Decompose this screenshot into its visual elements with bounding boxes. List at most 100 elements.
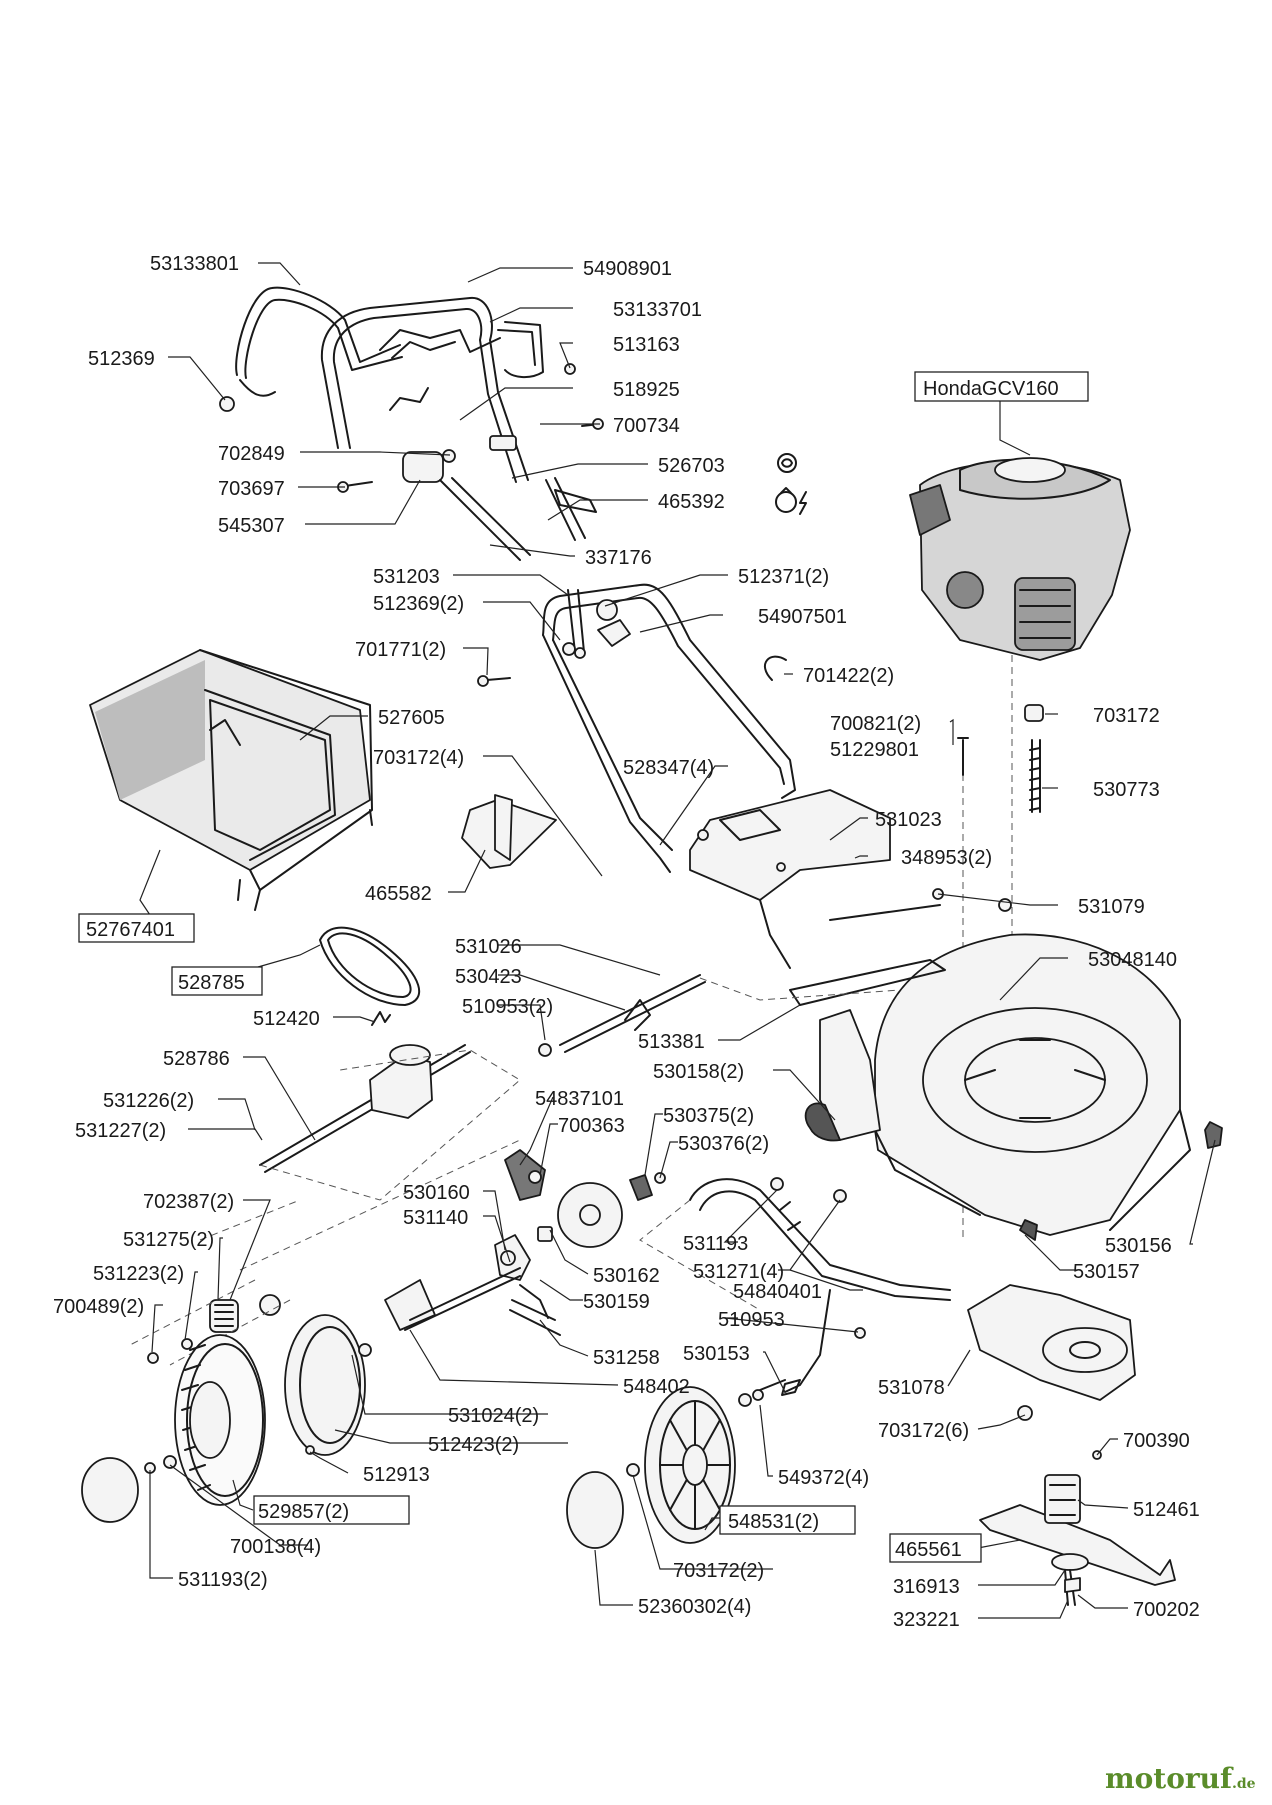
part-label: 526703 <box>658 455 725 477</box>
part-label: 512461 <box>1133 1499 1200 1521</box>
part-label: 703172(2) <box>673 1560 764 1582</box>
part-label: 531079 <box>1078 896 1145 918</box>
part-label: 700390 <box>1123 1430 1190 1452</box>
part-label: 513163 <box>613 334 680 356</box>
part-label: 700363 <box>558 1115 625 1137</box>
part-label: 518925 <box>613 379 680 401</box>
rear-axle-rod-part <box>538 974 901 1057</box>
part-label: 51229801 <box>830 739 919 761</box>
part-label: 52767401 <box>86 919 175 941</box>
blade-guard-part <box>967 1284 1136 1421</box>
part-label: 512371(2) <box>738 566 829 588</box>
part-label: 531271(4) <box>693 1261 784 1283</box>
engine-fittings <box>957 704 1044 912</box>
part-label: 702387(2) <box>143 1191 234 1213</box>
part-label: 510953(2) <box>462 996 553 1018</box>
part-label: 337176 <box>585 547 652 569</box>
part-label: 703172(6) <box>878 1420 969 1442</box>
part-label: 528785 <box>178 972 245 994</box>
engine-key-symbol-icon <box>775 487 807 515</box>
upper-handle-part <box>235 286 403 397</box>
handle-hardware <box>219 363 604 561</box>
part-label: 530162 <box>593 1265 660 1287</box>
wheel-pulley-part <box>284 1267 521 1456</box>
part-label: 512369(2) <box>373 593 464 615</box>
wheel-drive-parts-left <box>129 1279 291 1366</box>
part-label: 530376(2) <box>678 1133 769 1155</box>
part-label: 54840401 <box>733 1281 822 1303</box>
part-label: 530156 <box>1105 1235 1172 1257</box>
part-label: 700202 <box>1133 1599 1200 1621</box>
part-label: 530375(2) <box>663 1105 754 1127</box>
part-number-labels: 53133801 54908901 53133701 512369 513163… <box>53 253 1200 1631</box>
part-label: 703697 <box>218 478 285 500</box>
part-label: 512369 <box>88 348 155 370</box>
part-label: 316913 <box>893 1576 960 1598</box>
deflector-part <box>461 794 557 869</box>
part-label: 530158(2) <box>653 1061 744 1083</box>
part-label: 465582 <box>365 883 432 905</box>
part-label: 513381 <box>638 1031 705 1053</box>
part-label: 323221 <box>893 1609 960 1631</box>
part-label: 702849 <box>218 443 285 465</box>
blade-part <box>979 1450 1176 1606</box>
mower-deck-part <box>874 933 1191 1236</box>
part-label: 548531(2) <box>728 1511 819 1533</box>
part-label: 54908901 <box>583 258 672 280</box>
drive-belt-part <box>319 926 421 1006</box>
part-label: 545307 <box>218 515 285 537</box>
gearbox-part <box>199 1011 521 1271</box>
bolt-701771 <box>486 677 511 681</box>
part-label: 54837101 <box>535 1088 624 1110</box>
part-label: 531026 <box>455 936 522 958</box>
handle-bar-part <box>320 296 529 483</box>
part-label: 53133801 <box>150 253 239 275</box>
part-label: 548402 <box>623 1376 690 1398</box>
part-label: 53048140 <box>1088 949 1177 971</box>
lower-handle-part <box>542 583 796 873</box>
clip-part <box>764 655 787 681</box>
part-label: 530773 <box>1093 779 1160 801</box>
part-label: 512913 <box>363 1464 430 1486</box>
rear-wheel-part <box>81 1334 266 1523</box>
part-label: 531275(2) <box>123 1229 214 1251</box>
ignition-symbol-icon <box>777 453 797 473</box>
bolt-head <box>477 675 489 687</box>
part-label: 700138(4) <box>230 1536 321 1558</box>
part-label: 531203 <box>373 566 440 588</box>
pinion-bracket-parts <box>494 1149 666 1336</box>
rear-guard-part <box>689 789 944 969</box>
part-label: 703172 <box>1093 705 1160 727</box>
part-label: 530153 <box>683 1343 750 1365</box>
part-label: 700821(2) <box>830 713 921 735</box>
rear-axle-bracket-part <box>789 959 1223 1241</box>
boxed-label-frames <box>78 371 1089 1563</box>
watermark-logo-text: motoruf <box>1105 1762 1234 1795</box>
part-label: 52360302(4) <box>638 1596 751 1618</box>
watermark-domain-text: .de <box>1232 1776 1256 1792</box>
part-label: 531226(2) <box>103 1090 194 1112</box>
part-label: 528347(4) <box>623 757 714 779</box>
part-label: 703172(4) <box>373 747 464 769</box>
part-label: 531193(2) <box>178 1569 268 1591</box>
part-label: 465392 <box>658 491 725 513</box>
front-wheel-part <box>566 1379 786 1549</box>
part-label: 529857(2) <box>258 1501 349 1523</box>
part-label: 701422(2) <box>803 665 894 687</box>
part-label: 531258 <box>593 1347 660 1369</box>
part-label: 510953 <box>718 1309 785 1331</box>
part-label: 53133701 <box>613 299 702 321</box>
grass-catcher-part <box>89 649 373 911</box>
part-label: 531023 <box>875 809 942 831</box>
part-label: 530157 <box>1073 1261 1140 1283</box>
part-label: 531078 <box>878 1377 945 1399</box>
engine-part <box>909 457 1131 661</box>
part-label: 54907501 <box>758 606 847 628</box>
part-label: 528786 <box>163 1048 230 1070</box>
part-label: 549372(4) <box>778 1467 869 1489</box>
part-label: 531193 <box>683 1233 748 1255</box>
part-label: 531223(2) <box>93 1263 184 1285</box>
part-label: 465561 <box>895 1539 962 1561</box>
